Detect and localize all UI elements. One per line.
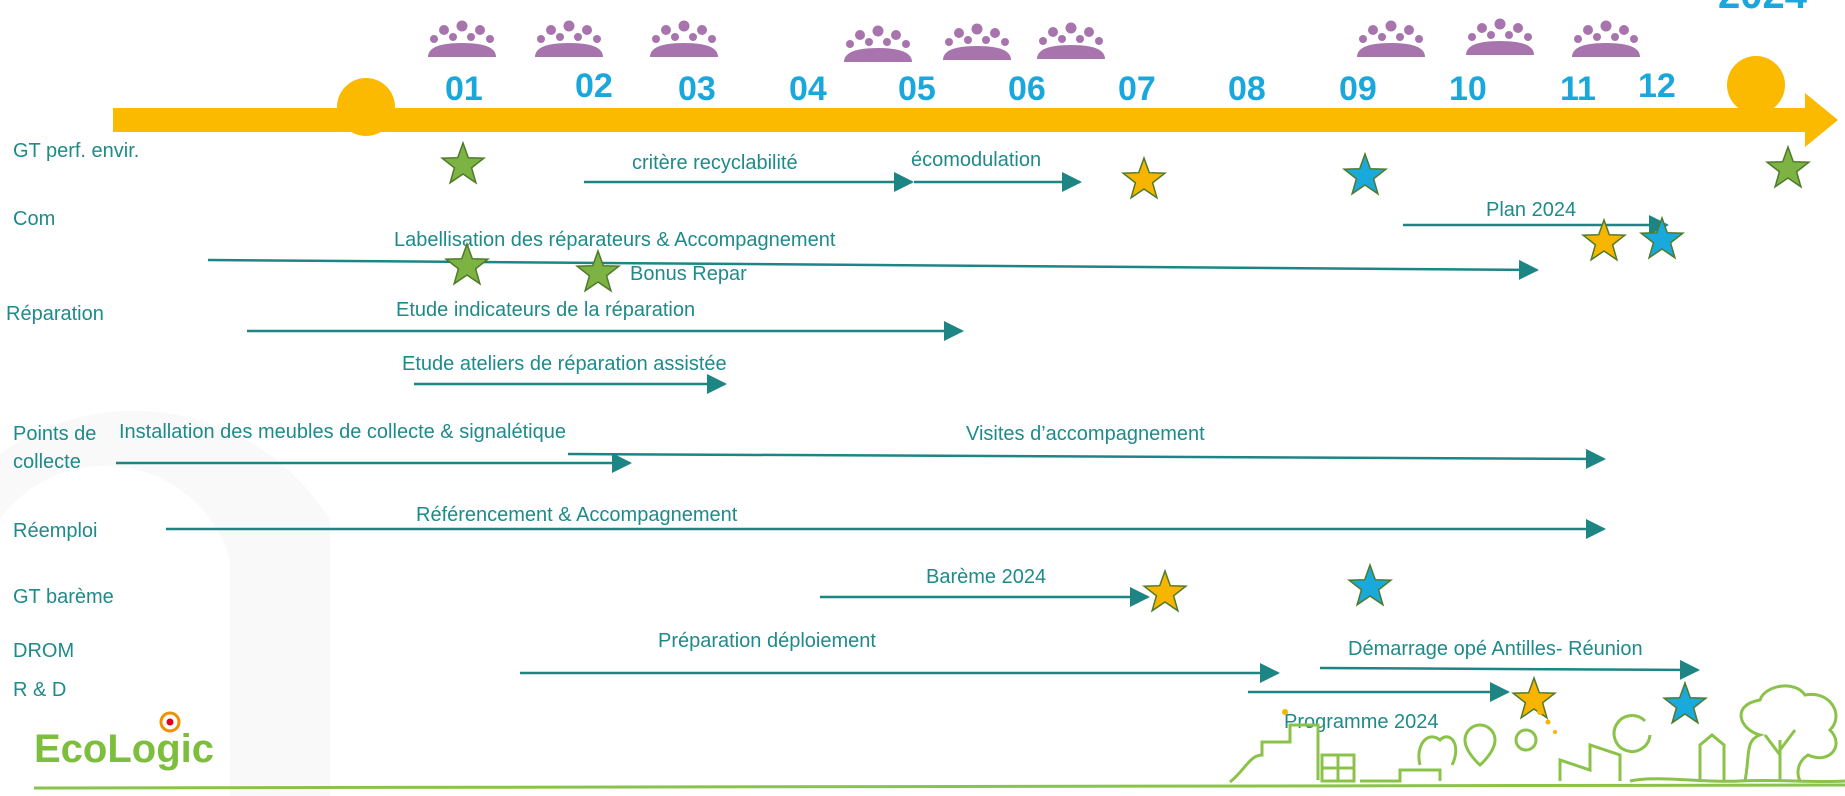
task-arrow — [1319, 659, 1700, 680]
meeting-group-icon — [1572, 20, 1640, 57]
landscape-dots — [1282, 709, 1557, 734]
month-labels: 01 02 03 04 05 06 07 08 09 10 11 12 — [445, 67, 1676, 108]
meeting-group-icon — [1037, 22, 1105, 59]
month-label: 09 — [1339, 70, 1377, 108]
task-label-referencement: Référencement & Accompagnement — [416, 504, 738, 526]
star-icon — [575, 248, 621, 293]
task-arrow — [207, 258, 1539, 280]
task-labels: critère recyclabilité écomodulation Plan… — [119, 149, 1643, 733]
eco-landscape-illustration — [1229, 684, 1845, 784]
year-label: 2024 — [1718, 0, 1808, 17]
month-label: 03 — [678, 70, 716, 108]
task-label-visites: Visites d’accompagnement — [966, 423, 1205, 445]
star-icon — [1121, 155, 1167, 200]
month-label: 11 — [1560, 70, 1596, 108]
footer-line — [33, 783, 1845, 790]
star-icon — [1765, 144, 1811, 189]
task-label-etude-ateliers: Etude ateliers de réparation assistée — [402, 353, 727, 375]
meeting-group-icon — [1357, 20, 1425, 57]
month-label: 12 — [1638, 67, 1676, 105]
row-label-reparation: Réparation — [6, 303, 104, 325]
task-label-bareme: Barème 2024 — [926, 566, 1046, 588]
star-icon — [440, 140, 486, 185]
task-label-installation: Installation des meubles de collecte & s… — [119, 421, 566, 443]
task-label-plan2024: Plan 2024 — [1486, 199, 1576, 221]
start-marker — [337, 78, 395, 136]
star-icon — [1342, 151, 1388, 196]
month-label: 06 — [1008, 70, 1046, 108]
row-labels: GT perf. envir. Com Réparation Points de… — [6, 140, 139, 701]
logo-dot-icon — [159, 711, 181, 733]
meeting-group-icon — [943, 23, 1011, 60]
month-label: 05 — [898, 70, 936, 108]
star-icon — [1581, 217, 1627, 262]
month-label: 07 — [1118, 70, 1156, 108]
row-label-drom: DROM — [13, 640, 74, 662]
star-icon — [1347, 562, 1393, 607]
task-label-preparation: Préparation déploiement — [658, 630, 876, 652]
row-label-rd: R & D — [13, 679, 66, 701]
task-label-demarrage: Démarrage opé Antilles- Réunion — [1348, 638, 1643, 660]
logo-text: EcoLogic — [34, 727, 214, 771]
row-label-points-collecte: Points de — [13, 423, 96, 445]
row-label-gt-perf: GT perf. envir. — [13, 140, 139, 162]
row-label-reemploi: Réemploi — [13, 520, 97, 542]
star-icon — [1511, 675, 1557, 720]
month-label: 08 — [1228, 70, 1266, 108]
meeting-icons — [428, 18, 1640, 62]
star-icon — [1639, 215, 1685, 260]
row-label-points-collecte-2: collecte — [13, 451, 81, 473]
meeting-group-icon — [1466, 18, 1534, 55]
ecologic-logo: EcoLogic — [34, 711, 214, 771]
task-label-ecomodulation: écomodulation — [911, 149, 1041, 171]
star-icon — [444, 241, 490, 286]
task-label-critere: critère recyclabilité — [632, 152, 798, 174]
milestone-stars — [440, 140, 1811, 725]
star-icon — [1662, 680, 1708, 725]
meeting-group-icon — [650, 20, 718, 57]
month-label: 10 — [1449, 70, 1487, 108]
watermark-arc — [0, 410, 330, 796]
month-label: 02 — [575, 67, 613, 105]
task-label-bonus: Bonus Repar — [630, 263, 747, 285]
timeline-band — [113, 56, 1838, 147]
task-label-programme: Programme 2024 — [1284, 711, 1439, 733]
end-marker — [1727, 56, 1785, 114]
meeting-group-icon — [535, 20, 603, 57]
meeting-group-icon — [844, 25, 912, 62]
task-arrow — [567, 448, 1606, 469]
task-arrows — [116, 172, 1700, 702]
row-label-com: Com — [13, 208, 55, 230]
star-icon — [1142, 568, 1188, 613]
task-label-labellisation: Labellisation des réparateurs & Accompag… — [394, 229, 836, 251]
row-label-gt-bareme: GT barème — [13, 586, 114, 608]
month-label: 04 — [789, 70, 827, 108]
month-label: 01 — [445, 70, 483, 108]
meeting-group-icon — [428, 20, 496, 57]
task-label-etude-indic: Etude indicateurs de la réparation — [396, 299, 695, 321]
